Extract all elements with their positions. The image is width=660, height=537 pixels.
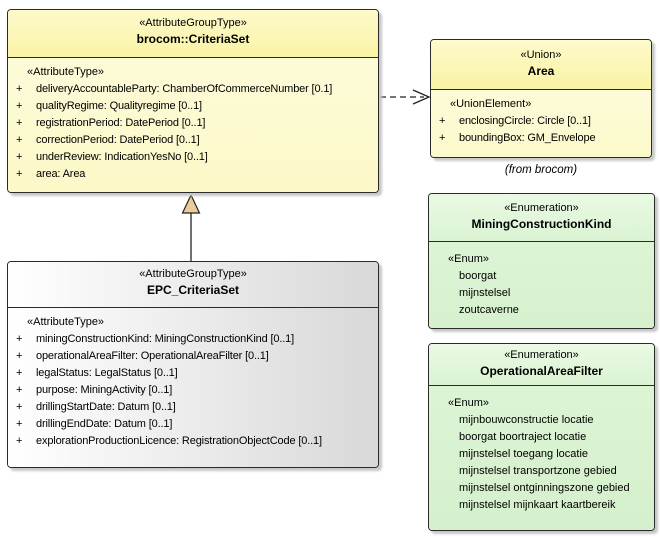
attribute-text: drillingEndDate: Datum [0..1] bbox=[36, 418, 173, 430]
visibility-marker: + bbox=[16, 384, 23, 396]
class-name: OperationalAreaFilter bbox=[480, 364, 603, 378]
attribute-text: miningConstructionKind: MiningConstructi… bbox=[36, 333, 295, 345]
visibility-marker: + bbox=[16, 418, 23, 430]
attribute-text: boundingBox: GM_Envelope bbox=[459, 132, 596, 144]
union-box-area[interactable]: «Union» Area «UnionElement» + enclosingC… bbox=[430, 39, 652, 158]
class-header: «Enumeration» OperationalAreaFilter bbox=[429, 344, 654, 386]
class-name: MiningConstructionKind bbox=[471, 217, 612, 231]
class-header: «AttributeGroupType» brocom::CriteriaSet bbox=[8, 10, 378, 58]
visibility-marker: + bbox=[439, 132, 446, 144]
class-header: «Union» Area bbox=[431, 40, 651, 90]
attribute-row: + legalStatus: LegalStatus [0..1] bbox=[12, 365, 374, 382]
visibility-marker: + bbox=[16, 168, 23, 180]
attribute-row: + purpose: MiningActivity [0..1] bbox=[12, 382, 374, 399]
section-stereotype: «AttributeType» bbox=[27, 66, 105, 78]
visibility-marker: + bbox=[16, 435, 23, 447]
class-header: «Enumeration» MiningConstructionKind bbox=[429, 194, 654, 242]
attribute-text: deliveryAccountableParty: ChamberOfComme… bbox=[36, 83, 333, 95]
section-stereotype: «Enum» bbox=[448, 397, 489, 409]
attribute-row: + underReview: IndicationYesNo [0..1] bbox=[12, 149, 374, 166]
class-box-brocom-criteriaset[interactable]: «AttributeGroupType» brocom::CriteriaSet… bbox=[7, 9, 379, 193]
class-name: brocom::CriteriaSet bbox=[136, 32, 250, 46]
enum-value-list: mijnbouwconstructie locatie boorgat boort… bbox=[433, 412, 650, 514]
enum-value: mijnstelsel toegang locatie bbox=[459, 448, 589, 460]
enumeration-box-operationalareafilter[interactable]: «Enumeration» OperationalAreaFilter «Enu… bbox=[428, 343, 655, 531]
attribute-row: + drillingEndDate: Datum [0..1] bbox=[12, 416, 374, 433]
stereotype-label: «AttributeGroupType» bbox=[139, 268, 247, 280]
attribute-row: + area: Area bbox=[12, 166, 374, 183]
attribute-text: correctionPeriod: DatePeriod [0..1] bbox=[36, 134, 200, 146]
dependency-arrowhead-icon bbox=[412, 89, 431, 105]
visibility-marker: + bbox=[16, 350, 23, 362]
attribute-list: + deliveryAccountableParty: ChamberOfCom… bbox=[12, 81, 374, 183]
area-from-package-caption: (from brocom) bbox=[504, 164, 578, 176]
attribute-row: + explorationProductionLicence: Registra… bbox=[12, 433, 374, 450]
generalization-triangle-icon bbox=[181, 193, 201, 214]
attribute-list: + enclosingCircle: Circle [0..1] + bound… bbox=[435, 113, 647, 147]
attribute-row: + miningConstructionKind: MiningConstruc… bbox=[12, 331, 374, 348]
class-body: «AttributeType» + deliveryAccountablePar… bbox=[8, 58, 378, 192]
stereotype-label: «Enumeration» bbox=[504, 202, 579, 214]
visibility-marker: + bbox=[16, 100, 23, 112]
attribute-list: + miningConstructionKind: MiningConstruc… bbox=[12, 331, 374, 450]
attribute-text: drillingStartDate: Datum [0..1] bbox=[36, 401, 176, 413]
section-stereotype: «AttributeType» bbox=[27, 316, 105, 328]
attribute-row: + operationalAreaFilter: OperationalArea… bbox=[12, 348, 374, 365]
attribute-text: area: Area bbox=[36, 168, 86, 180]
attribute-row: + drillingStartDate: Datum [0..1] bbox=[12, 399, 374, 416]
attribute-row: + boundingBox: GM_Envelope bbox=[435, 130, 647, 147]
visibility-marker: + bbox=[16, 333, 23, 345]
section-stereotype: «Enum» bbox=[448, 253, 489, 265]
visibility-marker: + bbox=[16, 401, 23, 413]
attribute-text: explorationProductionLicence: Registrati… bbox=[36, 435, 322, 447]
enum-value: mijnstelsel mijnkaart kaartbereik bbox=[459, 499, 616, 511]
class-body: «Enum» boorgat mijnstelsel zoutcaverne bbox=[429, 242, 654, 328]
visibility-marker: + bbox=[16, 151, 23, 163]
enum-value: zoutcaverne bbox=[459, 304, 519, 316]
enum-value-list: boorgat mijnstelsel zoutcaverne bbox=[433, 268, 650, 319]
class-name: Area bbox=[527, 64, 555, 78]
attribute-text: purpose: MiningActivity [0..1] bbox=[36, 384, 173, 396]
stereotype-label: «Enumeration» bbox=[504, 349, 579, 361]
attribute-row: + deliveryAccountableParty: ChamberOfCom… bbox=[12, 81, 374, 98]
attribute-row: + registrationPeriod: DatePeriod [0..1] bbox=[12, 115, 374, 132]
class-name: EPC_CriteriaSet bbox=[146, 283, 240, 297]
enum-value: mijnbouwconstructie locatie bbox=[459, 414, 594, 426]
attribute-text: underReview: IndicationYesNo [0..1] bbox=[36, 151, 208, 163]
stereotype-label: «AttributeGroupType» bbox=[139, 17, 247, 29]
attribute-text: registrationPeriod: DatePeriod [0..1] bbox=[36, 117, 206, 129]
attribute-row: + qualityRegime: Qualityregime [0..1] bbox=[12, 98, 374, 115]
enum-value: mijnstelsel ontginningszone gebied bbox=[459, 482, 630, 494]
visibility-marker: + bbox=[16, 117, 23, 129]
visibility-marker: + bbox=[16, 83, 23, 95]
attribute-row: + enclosingCircle: Circle [0..1] bbox=[435, 113, 647, 130]
enum-value: mijnstelsel bbox=[459, 287, 511, 299]
attribute-row: + correctionPeriod: DatePeriod [0..1] bbox=[12, 132, 374, 149]
stereotype-label: «Union» bbox=[520, 49, 562, 61]
class-box-epc-criteriaset[interactable]: «AttributeGroupType» EPC_CriteriaSet «At… bbox=[7, 261, 379, 468]
class-body: «UnionElement» + enclosingCircle: Circle… bbox=[431, 90, 651, 157]
attribute-text: qualityRegime: Qualityregime [0..1] bbox=[36, 100, 202, 112]
visibility-marker: + bbox=[16, 134, 23, 146]
enum-value: mijnstelsel transportzone gebied bbox=[459, 465, 617, 477]
visibility-marker: + bbox=[439, 115, 446, 127]
enum-value: boorgat bbox=[459, 270, 497, 282]
section-stereotype: «UnionElement» bbox=[450, 98, 532, 110]
attribute-text: enclosingCircle: Circle [0..1] bbox=[459, 115, 591, 127]
class-header: «AttributeGroupType» EPC_CriteriaSet bbox=[8, 262, 378, 308]
class-body: «Enum» mijnbouwconstructie locatie boorga… bbox=[429, 386, 654, 530]
attribute-text: legalStatus: LegalStatus [0..1] bbox=[36, 367, 178, 379]
attribute-text: operationalAreaFilter: OperationalAreaFi… bbox=[36, 350, 269, 362]
visibility-marker: + bbox=[16, 367, 23, 379]
class-body: «AttributeType» + miningConstructionKind… bbox=[8, 308, 378, 467]
enumeration-box-miningconstructionkind[interactable]: «Enumeration» MiningConstructionKind «En… bbox=[428, 193, 655, 329]
enum-value: boorgat boortraject locatie bbox=[459, 431, 587, 443]
